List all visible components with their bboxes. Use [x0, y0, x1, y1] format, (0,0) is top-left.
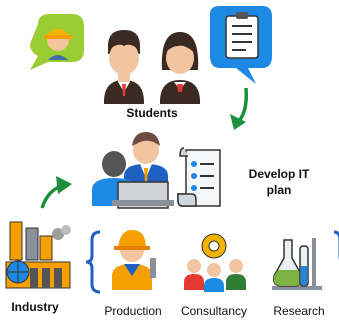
label-students: Students	[126, 106, 178, 120]
right-brace	[333, 230, 339, 260]
label-consultancy: Consultancy	[180, 304, 248, 318]
student-girl-icon	[160, 32, 200, 104]
checklist-speech-bubble-icon	[210, 6, 272, 84]
gear-team-icon	[184, 233, 246, 292]
engineer-speech-bubble-icon	[30, 14, 84, 70]
worker-icon	[112, 230, 156, 290]
label-develop-it-plan: Develop IT plan	[248, 167, 310, 197]
label-research: Research	[273, 304, 325, 318]
arrow-from-industry	[40, 176, 72, 209]
factory-globe-icon	[5, 221, 71, 289]
meeting-people-icon	[92, 132, 174, 209]
arrow-to-meeting	[230, 87, 249, 130]
lab-flask-icon	[272, 238, 322, 290]
label-production: Production	[104, 304, 162, 318]
left-brace	[85, 230, 101, 294]
label-industry: Industry	[11, 300, 59, 314]
checklist-document-icon	[177, 147, 221, 207]
student-boy-icon	[104, 30, 144, 104]
